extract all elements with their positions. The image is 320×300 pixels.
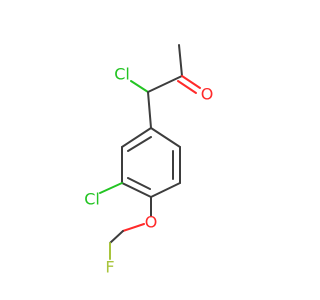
bond-carbonyl-double-1 — [181, 75, 201, 89]
ring-bond-4-inner — [127, 177, 151, 190]
chlorine-atom-label: Cl — [114, 65, 130, 84]
ring-bond-6 — [121, 127, 152, 148]
ring-bond-4 — [121, 182, 152, 198]
fluorine-atom-label: F — [105, 258, 114, 277]
bond-ch2-f-carbon — [109, 230, 124, 244]
bond-carbonyl-double-2 — [177, 80, 197, 94]
oxygen-carbonyl-label: O — [201, 85, 214, 104]
bond-methyl-carbonyl — [178, 44, 183, 77]
bond-carbonyl-ch — [147, 75, 183, 93]
molecule-structure: Cl O Cl O F — [84, 44, 214, 277]
bond-ring-cl — [99, 182, 123, 194]
ring-bond-3 — [150, 182, 181, 198]
chlorine-ring-label: Cl — [84, 190, 100, 209]
bond-ch-ring — [147, 91, 152, 129]
bond-o-ch2 — [122, 223, 145, 232]
ring-bond-6-inner — [127, 136, 152, 152]
ring-bond-1 — [150, 127, 181, 148]
oxygen-ether-label: O — [145, 213, 158, 232]
bond-ch-cl — [130, 80, 149, 93]
